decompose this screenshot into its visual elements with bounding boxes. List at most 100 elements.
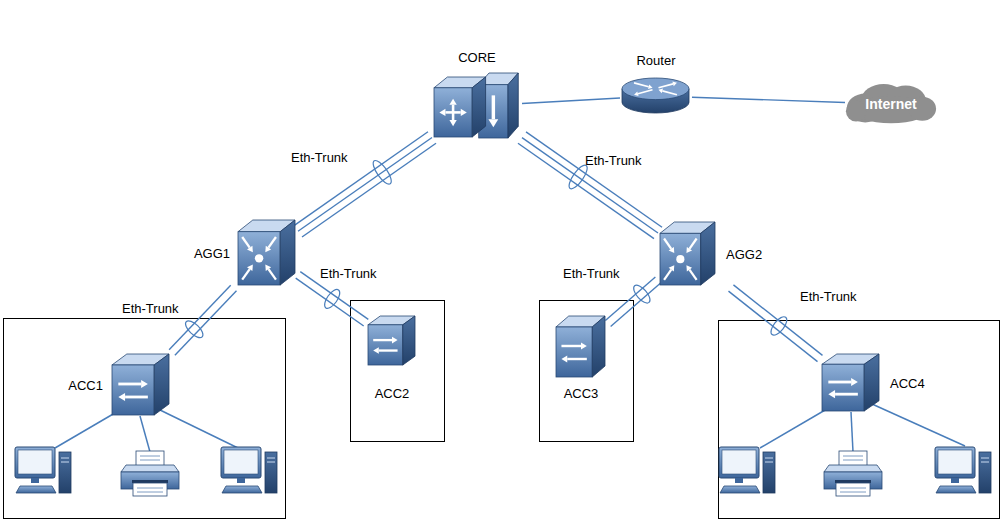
icon-arrow-head xyxy=(672,82,676,87)
icon-arrow xyxy=(689,270,696,280)
cloud-lobe xyxy=(846,101,866,122)
device-icon-svg xyxy=(822,354,880,412)
pc-icon xyxy=(935,447,991,493)
site-frame xyxy=(540,301,634,442)
device-icon-svg xyxy=(556,316,606,378)
pc-icon xyxy=(15,447,71,493)
device-icon-svg xyxy=(112,354,170,416)
device-front xyxy=(556,327,592,377)
device-icon-shape xyxy=(112,354,169,415)
icon-arrow xyxy=(268,237,275,248)
link-line xyxy=(692,97,845,102)
network-device: ACC3 xyxy=(554,314,608,403)
icon-arrow xyxy=(662,91,677,95)
printer-icon xyxy=(121,451,179,496)
device-box xyxy=(660,222,715,285)
icon-arrow-head xyxy=(392,337,398,344)
device-label: AGG1 xyxy=(194,246,230,261)
icon-arrow xyxy=(445,111,453,114)
network-device: CORE xyxy=(432,48,522,141)
icon-arrow xyxy=(835,393,858,396)
device-side xyxy=(701,222,715,285)
icon-arrow xyxy=(561,345,581,347)
device-front xyxy=(238,232,280,285)
link-line xyxy=(518,143,654,238)
icon-arrow-head xyxy=(634,91,638,96)
icon-arrow xyxy=(242,269,249,280)
icon-arrow-head xyxy=(488,119,498,127)
icon-arrow-head xyxy=(561,356,567,363)
icon-arrow-head xyxy=(461,109,467,116)
network-link xyxy=(522,98,620,103)
network-link xyxy=(518,132,662,239)
icon-arrow-head xyxy=(659,89,663,94)
device-icon xyxy=(660,222,716,286)
device-front xyxy=(434,88,472,137)
device-icon xyxy=(368,316,416,366)
device-icon-svg xyxy=(434,73,520,139)
device-side xyxy=(154,354,169,415)
icon-arrow xyxy=(664,239,671,249)
icon-arrow-head xyxy=(669,247,675,253)
icon-arrow-head xyxy=(247,265,253,271)
device-side xyxy=(592,316,605,377)
device-icon-shape xyxy=(238,220,295,285)
device-icon xyxy=(434,73,520,139)
device-box xyxy=(112,354,169,415)
trunk-label: Eth-Trunk xyxy=(290,150,349,165)
trunk-label: Eth-Trunk xyxy=(121,301,180,316)
site-frame xyxy=(4,319,286,519)
device-icon-svg xyxy=(660,222,716,286)
device-icon-svg xyxy=(622,78,690,114)
icon-arrow-head xyxy=(373,347,379,354)
link-line xyxy=(522,138,658,233)
cloud-shape xyxy=(846,84,936,123)
access-wire xyxy=(872,404,965,446)
link-line xyxy=(294,132,428,226)
link-line xyxy=(296,278,364,326)
device-box xyxy=(368,316,415,365)
access-wire xyxy=(55,410,120,448)
device-icon xyxy=(622,78,690,114)
printer-icon xyxy=(824,451,882,496)
device-icon-shape xyxy=(434,73,518,138)
icon-hub xyxy=(255,254,263,262)
icon-arrow-head xyxy=(581,343,587,350)
network-device: ACC2 xyxy=(366,314,418,403)
device-front xyxy=(822,364,864,411)
device-label: CORE xyxy=(458,50,496,65)
device-icon-svg xyxy=(238,220,296,286)
icon-arrow xyxy=(828,381,851,384)
icon-arrow xyxy=(492,95,495,119)
icon-arrow xyxy=(664,270,671,280)
trunk-label: Eth-Trunk xyxy=(562,266,621,281)
device-icon xyxy=(822,354,880,412)
cloud-label: Internet xyxy=(865,97,916,112)
device-label: AGG2 xyxy=(726,247,762,262)
device-label: ACC1 xyxy=(68,378,103,393)
device-side xyxy=(864,354,879,411)
icon-arrow-head xyxy=(449,99,456,105)
device-icon-shape xyxy=(556,316,605,377)
icon-arrow xyxy=(242,237,249,248)
network-device: ACC4 xyxy=(820,352,927,414)
icon-arrow-head xyxy=(686,265,692,271)
icon-arrow-head xyxy=(669,265,675,271)
icon-arrow-head xyxy=(449,120,456,126)
icon-arrow-head xyxy=(648,84,652,89)
icon-arrow xyxy=(125,396,148,399)
trunk-ellipse xyxy=(768,314,789,337)
network-link xyxy=(294,132,436,237)
device-side xyxy=(403,316,415,365)
access-wire xyxy=(760,406,832,448)
pc-icon xyxy=(221,447,277,493)
link-line xyxy=(526,132,662,227)
device-icon xyxy=(238,220,296,286)
icon-arrow xyxy=(379,349,398,351)
device-icon-shape xyxy=(660,222,715,285)
icon-arrow xyxy=(373,339,392,341)
trunk-label: Eth-Trunk xyxy=(319,266,378,281)
link-line xyxy=(605,277,655,320)
icon-arrow-head xyxy=(686,247,692,253)
icon-arrow xyxy=(453,111,461,114)
